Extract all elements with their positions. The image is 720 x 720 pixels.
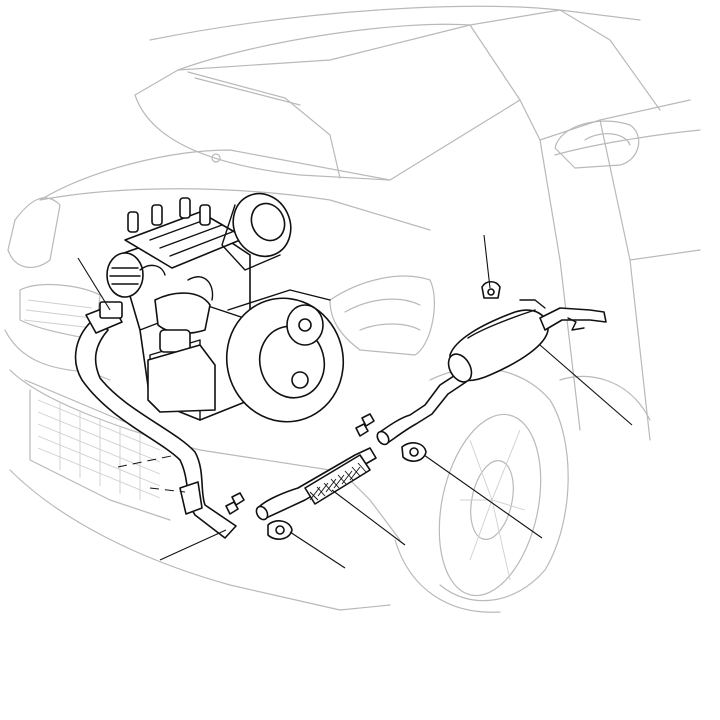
intermediate-pipe-catalyst: [255, 447, 377, 521]
leader-catalyst: [331, 489, 406, 546]
callout-leader-lines: [77, 234, 633, 569]
leader-manifold-gasket: [77, 257, 111, 311]
leader-muffler: [539, 344, 633, 426]
rear-muffler-icon: [376, 299, 607, 446]
leader-front-pipe: [159, 529, 227, 561]
pipe-clamp-icon: [267, 442, 427, 540]
rubber-hanger-icon: [481, 280, 501, 299]
flange-nuts: [225, 413, 375, 515]
engine-icon: [106, 192, 345, 423]
leader-rubber-hanger: [483, 234, 491, 289]
leader-rear-clamp: [423, 454, 543, 539]
leader-front-clamp: [289, 531, 346, 569]
downpipe-bracket: [179, 481, 203, 515]
manifold-gasket: [99, 301, 123, 319]
front-downpipe: [74, 301, 237, 539]
